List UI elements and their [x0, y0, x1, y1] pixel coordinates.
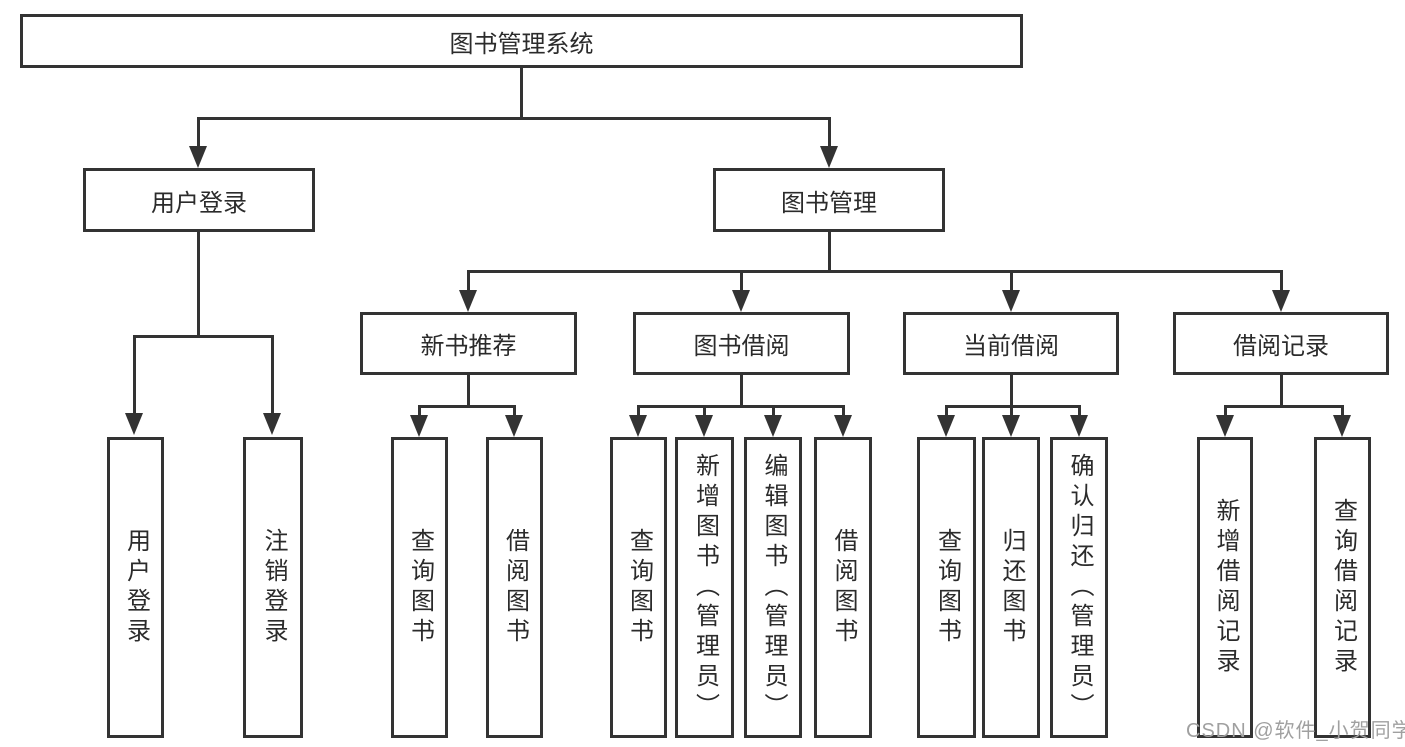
arrow-down-icon [834, 415, 852, 437]
connector-line [513, 405, 516, 419]
connector-line [197, 232, 200, 337]
leaf-current-confirm-return-admin: 确认归还（管理员） [1050, 437, 1108, 738]
connector-line [467, 270, 470, 292]
connector-line [1224, 405, 1343, 408]
connector-line [828, 117, 831, 150]
leaf-borrow-add-books-admin: 新增图书（管理员） [675, 437, 734, 738]
node-current-borrow: 当前借阅 [903, 312, 1119, 375]
connector-line [637, 405, 844, 408]
arrow-down-icon [820, 146, 838, 168]
node-user-login: 用户登录 [83, 168, 315, 232]
arrow-down-icon [764, 415, 782, 437]
connector-line [1010, 405, 1013, 419]
connector-line [1280, 270, 1283, 292]
connector-line [271, 335, 274, 415]
arrow-down-icon [1333, 415, 1351, 437]
connector-line [842, 405, 845, 419]
arrow-down-icon [459, 290, 477, 312]
leaf-records-add: 新增借阅记录 [1197, 437, 1253, 738]
arrow-down-icon [1216, 415, 1234, 437]
connector-line [133, 335, 136, 415]
arrow-down-icon [263, 413, 281, 435]
connector-line [1341, 405, 1344, 419]
node-new-book-recommend: 新书推荐 [360, 312, 577, 375]
connector-line [828, 232, 831, 272]
connector-line [1078, 405, 1081, 419]
connector-line [637, 405, 640, 419]
arrow-down-icon [125, 413, 143, 435]
connector-line [740, 375, 743, 407]
connector-line [772, 405, 775, 419]
leaf-records-query: 查询借阅记录 [1314, 437, 1371, 738]
arrow-down-icon [505, 415, 523, 437]
arrow-down-icon [1002, 415, 1020, 437]
connector-line [1224, 405, 1227, 419]
connector-line [1010, 270, 1013, 292]
connector-line [197, 117, 831, 120]
arrow-down-icon [695, 415, 713, 437]
arrow-down-icon [410, 415, 428, 437]
connector-line [418, 405, 421, 419]
node-book-management: 图书管理 [713, 168, 945, 232]
connector-line [467, 270, 1282, 273]
connector-line [1280, 375, 1283, 407]
leaf-logout: 注销登录 [243, 437, 303, 738]
arrow-down-icon [1070, 415, 1088, 437]
leaf-recommend-borrow-books: 借阅图书 [486, 437, 543, 738]
csdn-watermark: CSDN @软件_小贺同学 [1186, 720, 1405, 742]
leaf-user-login: 用户登录 [107, 437, 164, 738]
connector-line [197, 117, 200, 150]
arrow-down-icon [937, 415, 955, 437]
leaf-borrow-lend-books: 借阅图书 [814, 437, 872, 738]
connector-line [133, 335, 274, 338]
leaf-current-query-books: 查询图书 [917, 437, 976, 738]
node-borrow-records: 借阅记录 [1173, 312, 1389, 375]
connector-line [418, 405, 516, 408]
connector-line [1010, 375, 1013, 407]
arrow-down-icon [189, 146, 207, 168]
leaf-borrow-edit-books-admin: 编辑图书（管理员） [744, 437, 802, 738]
arrow-down-icon [732, 290, 750, 312]
leaf-current-return-books: 归还图书 [982, 437, 1040, 738]
arrow-down-icon [1002, 290, 1020, 312]
arrow-down-icon [629, 415, 647, 437]
connector-line [740, 270, 743, 292]
connector-line [945, 405, 948, 419]
leaf-borrow-query-books: 查询图书 [610, 437, 667, 738]
node-book-borrow: 图书借阅 [633, 312, 850, 375]
connector-line [520, 68, 523, 120]
connector-line [703, 405, 706, 419]
node-root: 图书管理系统 [20, 14, 1023, 68]
leaf-recommend-query-books: 查询图书 [391, 437, 448, 738]
connector-line [467, 375, 470, 407]
arrow-down-icon [1272, 290, 1290, 312]
